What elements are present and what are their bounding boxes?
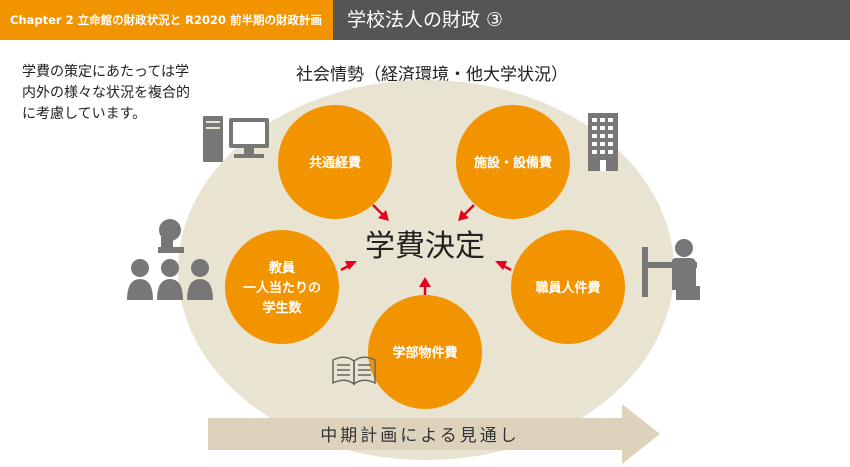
circle-faculty: 教員 一人当たりの 学生数 — [225, 230, 339, 344]
circle-department-label: 学部物件費 — [392, 345, 457, 361]
computer-icon — [203, 116, 269, 162]
center-decision: 学費決定 — [365, 229, 485, 264]
book-icon — [332, 356, 376, 386]
teacher-students-icon — [127, 219, 213, 300]
circle-department: 学部物件費 — [368, 295, 482, 409]
circle-facility-label: 施設・設備費 — [474, 155, 552, 171]
circle-faculty-label-1: 教員 — [268, 260, 295, 276]
timeline-label: 中期計画による見通し — [320, 426, 520, 446]
context-title: 社会情勢（経済環境・他大学状況） — [296, 65, 568, 85]
circle-common: 共通経費 — [278, 105, 392, 219]
building-icon — [588, 113, 618, 171]
influence-arrows — [340, 204, 512, 295]
circle-faculty-label-3: 学生数 — [262, 300, 302, 316]
chapter-title: Chapter 2 立命館の財政状況と R2020 前半期の財政計画 — [0, 0, 333, 40]
circle-facility: 施設・設備費 — [456, 105, 570, 219]
circle-common-label: 共通経費 — [309, 155, 361, 171]
description-text: 学費の策定にあたっては学内外の様々な状況を複合的に考慮しています。 — [22, 64, 190, 122]
circle-faculty-label-2: 一人当たりの — [243, 280, 321, 296]
arrow-from-facility — [463, 204, 475, 216]
header: Chapter 2 立命館の財政状況と R2020 前半期の財政計画 学校法人の… — [0, 0, 850, 40]
circle-staff: 職員人件費 — [511, 230, 625, 344]
page-title: 学校法人の財政 ③ — [333, 0, 850, 40]
office-worker-icon — [642, 239, 700, 300]
arrow-from-common — [372, 204, 384, 216]
circle-staff-label: 職員人件費 — [535, 280, 600, 296]
timeline-arrow — [208, 404, 660, 464]
